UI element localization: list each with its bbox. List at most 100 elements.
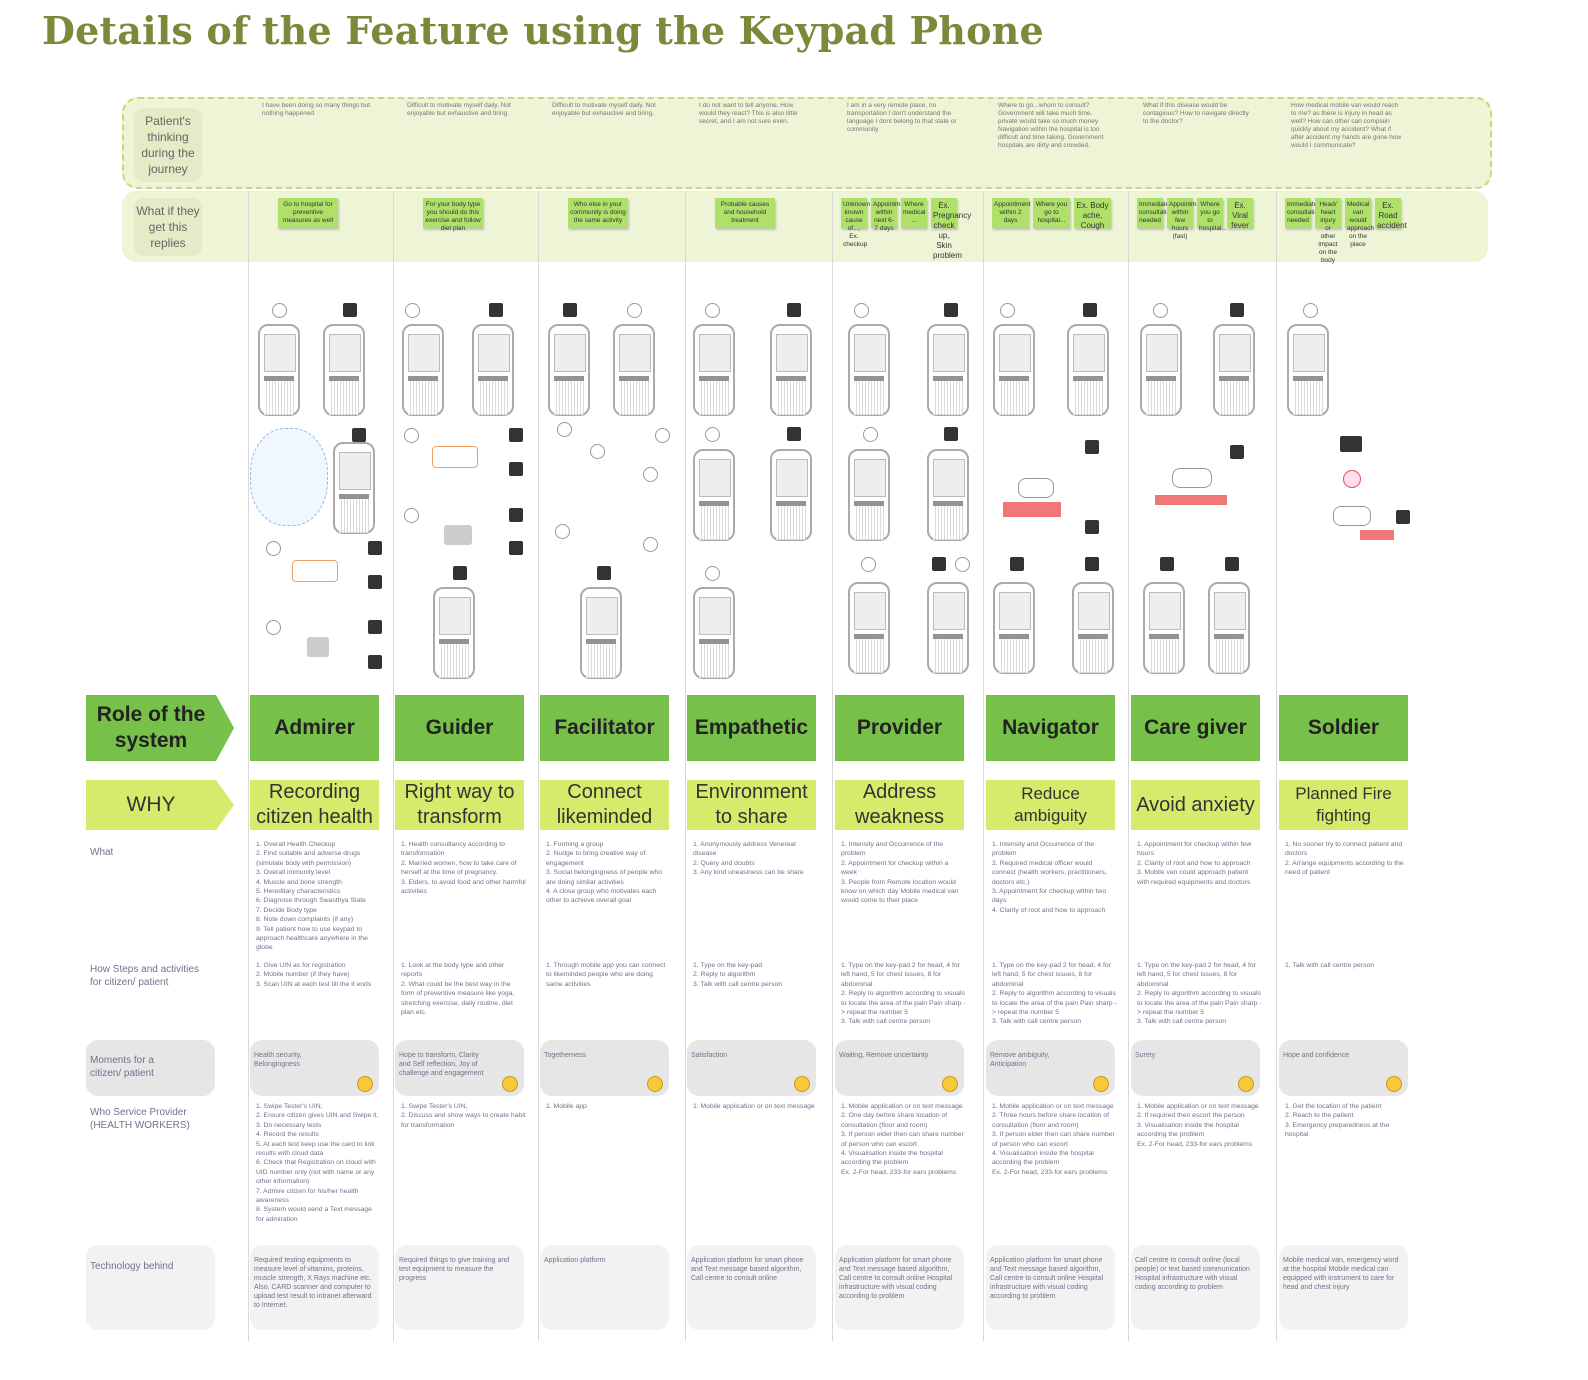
keypad-phone-icon bbox=[927, 449, 969, 541]
alert-label bbox=[1003, 502, 1061, 517]
system-icon bbox=[1085, 557, 1099, 571]
medical-cross-icon bbox=[1343, 470, 1361, 488]
column-divider bbox=[832, 191, 833, 1341]
phone-keys bbox=[933, 634, 963, 673]
phone-screen bbox=[854, 334, 886, 372]
phone-screen bbox=[1078, 592, 1110, 630]
reply-sticky: Appointment within next 6-7 days bbox=[871, 198, 910, 232]
who-label: Who Service Provider (HEALTH WORKERS) bbox=[90, 1107, 190, 1131]
keypad-phone-icon bbox=[848, 449, 890, 541]
who-list: 1. Mobile application or on text message… bbox=[1137, 1102, 1262, 1149]
who-list-item: 2. Three hours before share location of … bbox=[992, 1112, 1110, 1129]
how-list: 1. Type on the key-pad 2 for head, 4 for… bbox=[1137, 961, 1262, 1027]
citizen-icon bbox=[590, 444, 605, 459]
reply-sticky: Medical van would approach on the place bbox=[1345, 198, 1374, 248]
system-icon bbox=[1085, 520, 1099, 534]
who-list-item: Ex. 2-For head, 233-for ears problems bbox=[841, 1168, 957, 1176]
phone-keys bbox=[1214, 634, 1244, 673]
who-list-item: 4. Visualisation inside the hospital acc… bbox=[992, 1150, 1094, 1167]
moment-card: Health security, Belongingness bbox=[250, 1040, 379, 1096]
who-list-item: 1. Mobile application or on text message bbox=[841, 1103, 963, 1110]
role-care-giver: Care giver bbox=[1131, 695, 1260, 761]
tech-text: Call centre to consult online (local peo… bbox=[1135, 1257, 1250, 1291]
tech-card: Application platform for smart phone and… bbox=[986, 1245, 1115, 1330]
system-icon bbox=[509, 428, 523, 442]
keypad-phone-icon bbox=[927, 324, 969, 416]
role-provider: Provider bbox=[835, 695, 964, 761]
how-list: 1. Talk with call centre person bbox=[1285, 961, 1410, 970]
phone-keys bbox=[1149, 634, 1179, 673]
what-list-item: 2. Nudge to bring creative way of engage… bbox=[546, 850, 646, 867]
phone-keys bbox=[439, 639, 469, 678]
what-list-item: 9. Tell patient how to use keypad to app… bbox=[256, 925, 368, 952]
who-list-item: 7. Admire citizen for his/her health awa… bbox=[256, 1187, 359, 1205]
reply-sticky: Where medical ... bbox=[901, 198, 927, 228]
who-list-item: 2. Reach to the patient bbox=[1285, 1112, 1354, 1120]
column-divider bbox=[983, 191, 984, 1341]
who-list-item: 1. Mobile application or on text message bbox=[992, 1103, 1114, 1110]
system-icon bbox=[368, 575, 382, 589]
phone-keys bbox=[1219, 376, 1249, 415]
what-list-item: 1. Health consultancy according to trans… bbox=[401, 841, 505, 858]
system-icon bbox=[1225, 557, 1239, 571]
phone-keys bbox=[776, 501, 806, 540]
keypad-phone-icon bbox=[613, 324, 655, 416]
system-icon bbox=[368, 541, 382, 555]
thinking-label: Patient's thinking during the journey bbox=[134, 108, 202, 182]
keypad-phone-icon bbox=[323, 324, 365, 416]
how-list-item: 1. Type on the key-pad 2 for head, 4 for… bbox=[1137, 962, 1256, 988]
keypad-phone-icon bbox=[580, 587, 622, 679]
what-list: 1. Intensity and Occurrence of the probl… bbox=[992, 840, 1117, 915]
who-list-item: 4. Record the results bbox=[256, 1131, 319, 1139]
phone-screen bbox=[776, 459, 808, 497]
phone-keys bbox=[999, 376, 1029, 415]
citizen-icon bbox=[705, 303, 720, 318]
citizen-icon bbox=[1000, 303, 1015, 318]
tech-card: Required things to give training and tes… bbox=[395, 1245, 524, 1330]
keypad-phone-icon bbox=[258, 324, 300, 416]
phone-keys bbox=[619, 376, 649, 415]
how-list: 1. Type on the key-pad 2 for head, 4 for… bbox=[841, 961, 966, 1027]
system-icon bbox=[453, 566, 467, 580]
citizen-icon bbox=[955, 557, 970, 572]
phone-keys bbox=[699, 376, 729, 415]
citizen-icon bbox=[272, 303, 287, 318]
citizen-icon bbox=[705, 566, 720, 581]
who-list-item: 8. System would send a Text message for … bbox=[256, 1206, 372, 1223]
tech-label: Technology behind bbox=[90, 1261, 174, 1272]
phone-keys bbox=[1146, 376, 1176, 415]
what-list: 1. Appointment for checkup within few ho… bbox=[1137, 840, 1262, 887]
phone-screen bbox=[1293, 334, 1325, 372]
how-list-item: 1. Type on the key-pad bbox=[693, 962, 763, 969]
phone-keys bbox=[699, 639, 729, 678]
system-icon bbox=[1010, 557, 1024, 571]
emoji-icon bbox=[1238, 1076, 1254, 1092]
why-item: Reduce ambiguity bbox=[986, 780, 1115, 830]
how-list: 1. Look at the body type and other repor… bbox=[401, 961, 526, 1017]
citizen-icon bbox=[705, 427, 720, 442]
what-list-item: 1. Anonymously address Venereal disease bbox=[693, 841, 796, 858]
keypad-phone-icon bbox=[548, 324, 590, 416]
phone-screen bbox=[1146, 334, 1178, 372]
moment-card: Waiting, Remove uncertainty bbox=[835, 1040, 964, 1096]
moments-label-box bbox=[86, 1040, 215, 1096]
why-item: Address weakness bbox=[835, 780, 964, 830]
what-list-item: 4. Clarity of root and how to approach bbox=[992, 906, 1106, 914]
why-label: WHY bbox=[126, 793, 176, 816]
how-list-item: 1. Give UIN as for registration bbox=[256, 962, 346, 969]
phone-keys bbox=[408, 376, 438, 415]
role-facilitator: Facilitator bbox=[540, 695, 669, 761]
citizen-icon bbox=[1303, 303, 1318, 318]
phone-screen bbox=[933, 459, 965, 497]
role-navigator: Navigator bbox=[986, 695, 1115, 761]
tech-text: Application platform bbox=[544, 1257, 606, 1264]
what-list-item: 7. Decide Body type bbox=[256, 906, 317, 914]
what-list-item: 1. Appointment for checkup within few ho… bbox=[1137, 841, 1252, 858]
why-label-arrow bbox=[86, 780, 234, 830]
how-list-item: 2. Reply to algorithm according to visua… bbox=[841, 990, 966, 1017]
citizen-icon bbox=[643, 537, 658, 552]
why-item: Right way to transform bbox=[395, 780, 524, 830]
